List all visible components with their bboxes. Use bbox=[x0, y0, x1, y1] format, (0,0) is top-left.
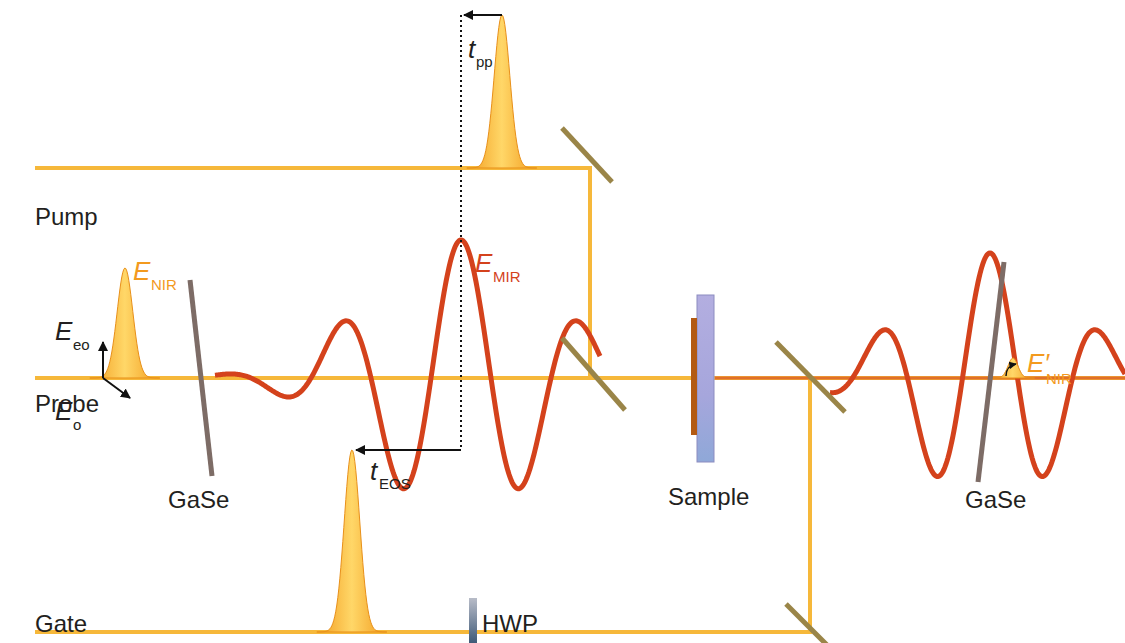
field-symbol: E bbox=[475, 250, 492, 276]
field-subscript: NIR bbox=[151, 277, 177, 292]
mir-transient-transmitted bbox=[830, 253, 1125, 477]
gate-pulse bbox=[317, 450, 387, 632]
delay-symbol: t bbox=[370, 458, 377, 484]
time-reference-line bbox=[460, 15, 462, 450]
sample-film bbox=[691, 318, 697, 435]
field-subscript: o bbox=[73, 417, 81, 432]
half-wave-plate bbox=[469, 598, 477, 643]
pump-delay-arrow bbox=[464, 14, 502, 16]
eos-delay-arrow bbox=[356, 449, 461, 451]
mir-transient bbox=[215, 240, 600, 489]
probe-pulse bbox=[90, 268, 160, 378]
beam-combiner bbox=[562, 338, 625, 410]
mirror bbox=[786, 604, 842, 643]
field-subscript: MIR bbox=[493, 269, 521, 284]
delay-symbol: t bbox=[468, 36, 475, 62]
field-symbol: E bbox=[133, 258, 150, 284]
mirror bbox=[562, 128, 612, 182]
gase-crystal bbox=[978, 262, 1004, 482]
crystal-name: GaSe bbox=[965, 488, 1026, 512]
pump-beam bbox=[35, 168, 590, 378]
delay-subscript: pp bbox=[476, 54, 493, 69]
polarization-arrow bbox=[103, 378, 130, 398]
beam-combiner bbox=[776, 342, 845, 412]
beam-name: Gate bbox=[35, 612, 87, 636]
delay-subscript: EOS bbox=[379, 476, 411, 491]
field-subscript: eo bbox=[73, 337, 90, 352]
beam-name: Pump bbox=[35, 205, 98, 229]
field-symbol: E bbox=[55, 398, 72, 424]
field-subscript: NIR bbox=[1046, 371, 1072, 386]
polarization-arrow bbox=[102, 342, 104, 378]
component-name: HWP bbox=[482, 612, 538, 636]
field-symbol: E bbox=[55, 318, 72, 344]
polarization-rotation-arrow bbox=[1006, 364, 1016, 376]
sample-name: Sample bbox=[668, 485, 749, 509]
sample-substrate bbox=[697, 295, 714, 462]
pump-pulse bbox=[467, 15, 537, 168]
gase-crystal bbox=[190, 280, 212, 476]
field-symbol: E′ bbox=[1027, 350, 1049, 376]
crystal-name: GaSe bbox=[168, 488, 229, 512]
